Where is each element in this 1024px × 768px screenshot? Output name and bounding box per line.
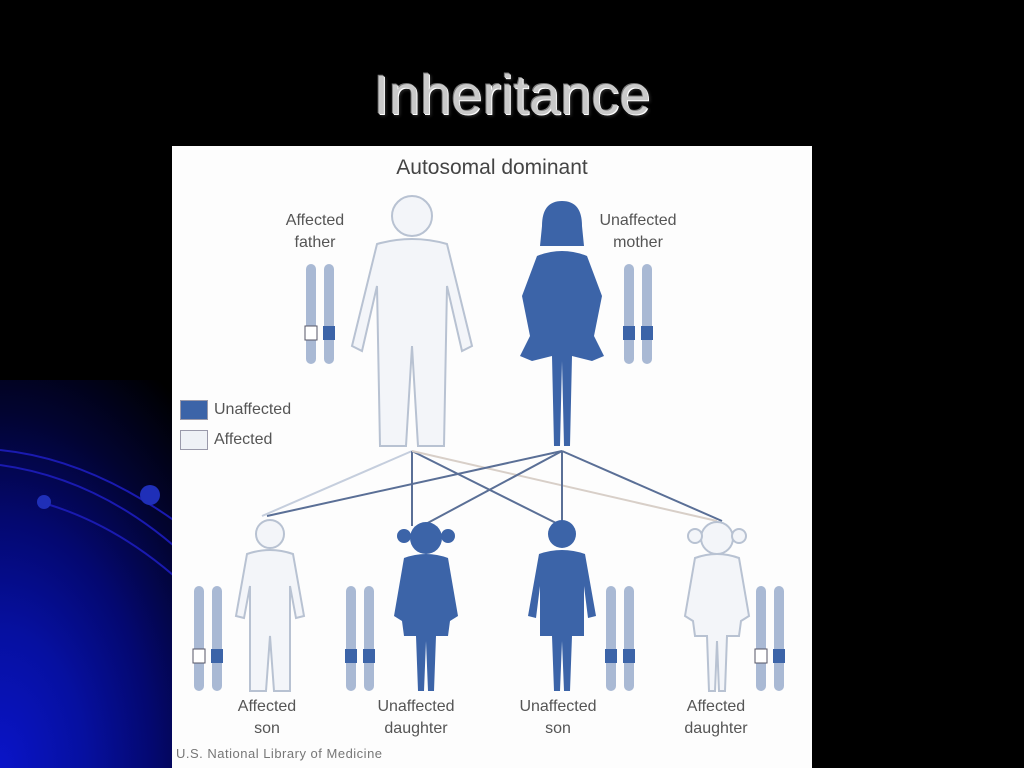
unaffected-daughter-label: Unaffected daughter [356,696,476,740]
mother-figure [520,201,604,446]
child4-label-line1: Affected [686,698,746,715]
child4-label-line2: daughter [684,720,748,737]
child2-label-line2: daughter [384,720,448,737]
legend-unaffected-label: Unaffected [214,401,292,418]
mother-label-line2: mother [613,234,663,251]
affected-daughter-label: Affected daughter [656,696,776,740]
father-label: Affected father [260,210,370,254]
father-chromosomes [304,264,335,364]
child3-label-line1: Unaffected [519,698,597,715]
affected-daughter-chromosomes [754,586,785,691]
affected-son-figure [234,519,306,692]
father-label-line1: Affected [285,212,345,229]
child1-label-line2: son [254,720,280,737]
unaffected-son-figure [528,520,596,691]
legend-unaffected: Unaffected [180,400,291,420]
diagram-title: Autosomal dominant [396,156,588,179]
inheritance-diagram: Autosomal dominant [172,146,812,768]
unaffected-son-chromosomes [605,586,635,691]
child2-label-line1: Unaffected [377,698,455,715]
father-label-line2: father [294,234,336,251]
unaffected-daughter-chromosomes [345,586,375,691]
mother-label-line1: Unaffected [599,212,677,229]
child3-label-line2: son [545,720,571,737]
mother-label: Unaffected mother [578,210,698,254]
legend-affected: Affected [180,430,272,450]
image-credit: U.S. National Library of Medicine [176,746,383,761]
affected-swatch [180,430,208,450]
unaffected-son-label: Unaffected son [498,696,618,740]
slide-title: Inheritance [373,63,651,126]
father-figure [350,195,474,447]
mother-chromosomes [623,264,653,364]
affected-son-chromosomes [192,586,223,691]
pedigree-graphic [192,195,785,692]
legend-affected-label: Affected [214,431,273,448]
unaffected-swatch [180,400,208,420]
unaffected-daughter-figure [394,522,458,691]
decorative-arcs [0,449,200,601]
child1-label-line1: Affected [237,698,297,715]
inheritance-lines [261,450,723,527]
affected-daughter-figure [683,521,751,692]
affected-son-label: Affected son [212,696,322,740]
